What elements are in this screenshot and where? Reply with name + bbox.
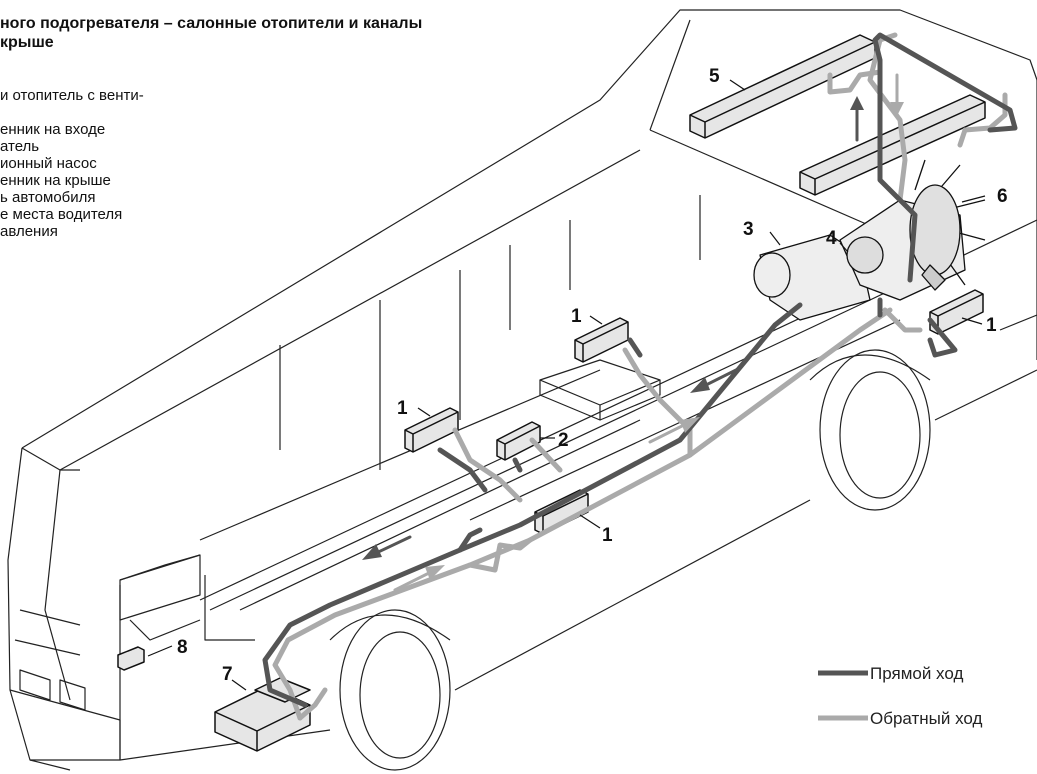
arrow-forward-lower — [362, 535, 412, 560]
engine-assembly — [753, 159, 986, 321]
interior-heaters — [117, 289, 984, 752]
forward-key-label: Прямой ход — [870, 664, 963, 683]
heading-line-1: ного подогревателя – салонные отопители … — [0, 15, 423, 32]
flow-arrows — [362, 73, 904, 592]
forward-pipe — [262, 32, 1018, 708]
legend-item-8: авления — [0, 223, 58, 240]
return-key-label: Обратный ход — [870, 709, 982, 728]
callout-heater-rear: 1 — [986, 315, 997, 336]
callout-circulation-pump: 4 — [826, 228, 837, 249]
diagram-heading: ного подогревателя – салонные отопители … — [0, 14, 600, 52]
heading-line-2: крыше — [0, 34, 54, 51]
bus-body — [7, 9, 1037, 771]
legend-item-2: енник на входе — [0, 121, 106, 138]
arrow-roof-up — [850, 96, 864, 142]
leader-lines — [147, 79, 986, 691]
callout-preheater: 7 — [222, 664, 233, 685]
line-key: Прямой ход Обратный ход — [818, 664, 982, 728]
arrow-return-upper — [648, 417, 700, 444]
callout-roof-exchanger: 5 — [709, 66, 720, 87]
legend-item-5: енник на крыше — [0, 172, 111, 189]
roof-heat-exchanger — [689, 34, 986, 196]
legend-item-4: ионный насос — [0, 155, 97, 172]
callout-inlet-exchanger: 2 — [558, 430, 569, 451]
legend-item-7: е места водителя — [0, 206, 123, 223]
arrow-forward-upper — [690, 366, 742, 393]
callout-heater-top: 1 — [571, 306, 582, 327]
legend-item-1: и отопитель с венти- — [0, 87, 144, 104]
arrow-roof-down — [890, 73, 904, 116]
callout-driver-heater: 8 — [177, 637, 188, 658]
callout-heater-unit: 3 — [743, 219, 754, 240]
legend-item-6: ь автомобиля — [0, 189, 96, 206]
callout-engine: 6 — [997, 186, 1008, 207]
component-legend: и отопитель с венти- енник на входе ател… — [0, 87, 144, 240]
legend-item-3: атель — [0, 138, 40, 155]
callout-heater-left: 1 — [397, 398, 408, 419]
callout-heater-lower: 1 — [602, 525, 613, 546]
arrow-return-lower — [393, 565, 445, 592]
callout-labels: 1 1 2 1 1 3 4 5 6 7 8 — [177, 66, 1008, 685]
